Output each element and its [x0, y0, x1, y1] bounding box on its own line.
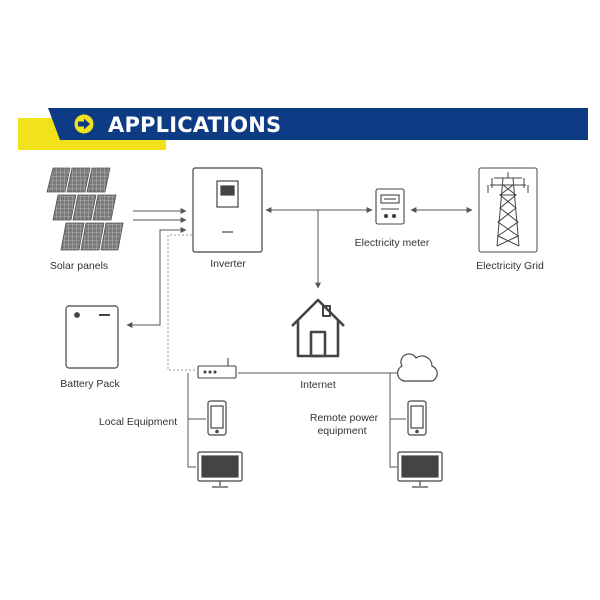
remote-power-label-line2: equipment — [317, 425, 366, 437]
battery-pack-label: Battery Pack — [60, 378, 120, 390]
monitor-icon — [197, 451, 243, 488]
monitor-icon — [397, 451, 443, 488]
banner-title: APPLICATIONS — [108, 113, 281, 137]
electricity-grid-label: Electricity Grid — [476, 260, 544, 272]
phone-icon — [207, 400, 227, 436]
banner-navy — [48, 108, 588, 140]
connection-lines — [126, 207, 473, 468]
router-icon — [197, 358, 237, 379]
local-branch-line — [187, 373, 196, 468]
solar-panels-label: Solar panels — [50, 260, 108, 272]
inverter-icon — [192, 167, 263, 253]
cloud-icon — [396, 353, 438, 382]
transmission-tower-icon — [478, 167, 538, 253]
inverter-router-dashed-line — [167, 234, 197, 371]
house-icon — [291, 298, 345, 358]
remote-branch-line — [389, 373, 397, 468]
solar-panel-icon — [46, 167, 124, 251]
arrow-right-icon — [74, 114, 94, 134]
internet-label: Internet — [300, 379, 336, 391]
header-banner: APPLICATIONS — [18, 108, 588, 150]
inverter-label: Inverter — [210, 258, 246, 270]
banner-navy-left — [48, 108, 160, 140]
battery-icon — [65, 305, 119, 369]
electricity-meter-icon — [375, 188, 405, 225]
remote-power-label-line1: Remote power — [310, 412, 379, 424]
electricity-meter-label: Electricity meter — [355, 237, 430, 249]
local-equipment-label: Local Equipment — [99, 416, 177, 428]
phone-icon — [407, 400, 427, 436]
inverter-battery-line — [126, 227, 187, 328]
